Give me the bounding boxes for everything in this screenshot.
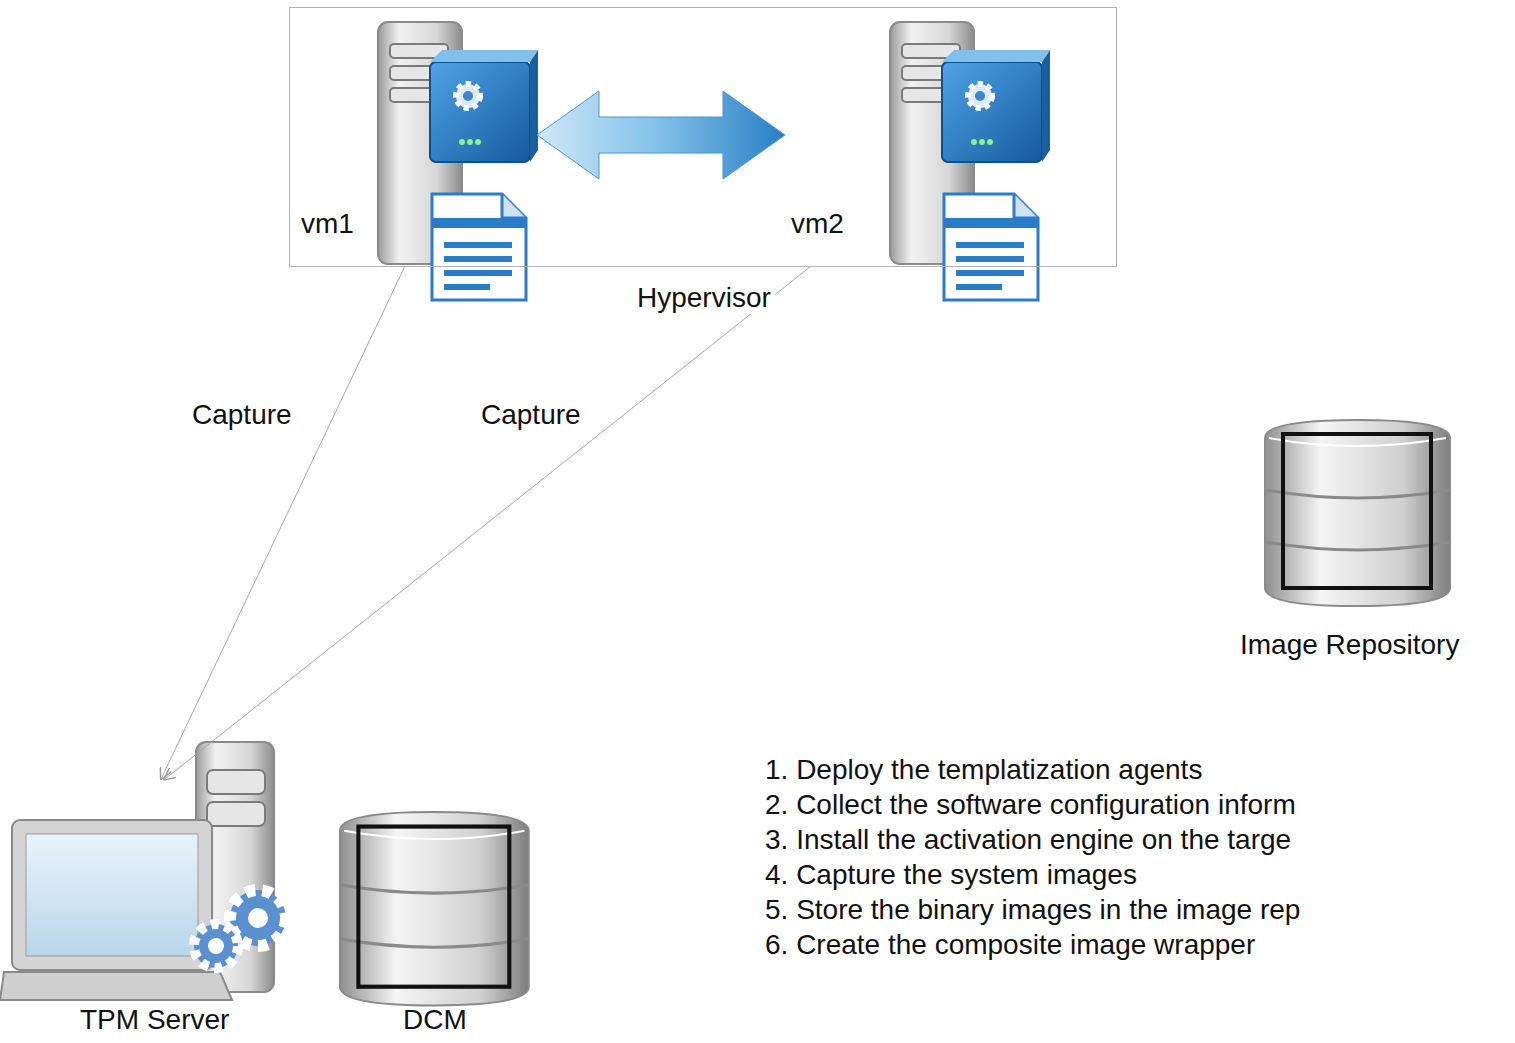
connector-line [161, 266, 405, 780]
step-text: 5. Store the binary images in the image … [765, 892, 1515, 927]
step-text: 6. Create the composite image wrapper [765, 927, 1515, 962]
dcm-db-icon [340, 812, 529, 1005]
node-label: Hypervisor [633, 282, 775, 314]
vm-node: vm2 [785, 20, 1047, 266]
node-label: TPM Server [80, 1004, 229, 1036]
repository-db-icon [1265, 420, 1450, 606]
database-node: DCM [335, 805, 535, 1040]
capture-connector [161, 266, 405, 780]
repository-node: Image Repository [1190, 415, 1510, 665]
step-text: 3. Install the activation engine on the … [765, 822, 1515, 857]
step-text: 4. Capture the system images [765, 857, 1515, 892]
edge-label: Capture [478, 399, 584, 431]
step-text: 1. Deploy the templatization agents [765, 752, 1515, 787]
step-list: 1. Deploy the templatization agents2. Co… [765, 752, 1515, 962]
server-node: TPM Server [2, 780, 307, 1040]
hypervisor-box: Hypervisorvm1vm2 [289, 7, 1117, 267]
node-label: vm1 [301, 208, 354, 240]
node-label: Image Repository [1240, 629, 1459, 661]
node-label: vm2 [791, 208, 844, 240]
node-label: DCM [403, 1004, 467, 1036]
capture-connector [164, 266, 812, 780]
step-text: 2. Collect the software configuration in… [765, 787, 1515, 822]
edge-label: Capture [189, 399, 295, 431]
tpm-server-icon [0, 742, 286, 1000]
bidirectional-arrow-shape [537, 91, 785, 179]
connector-line [164, 266, 812, 780]
vm2-server-icon [890, 22, 1050, 300]
bidirectional-arrow [537, 91, 785, 179]
vm-node: vm1 [297, 20, 537, 266]
vm1-server-icon [378, 22, 538, 300]
